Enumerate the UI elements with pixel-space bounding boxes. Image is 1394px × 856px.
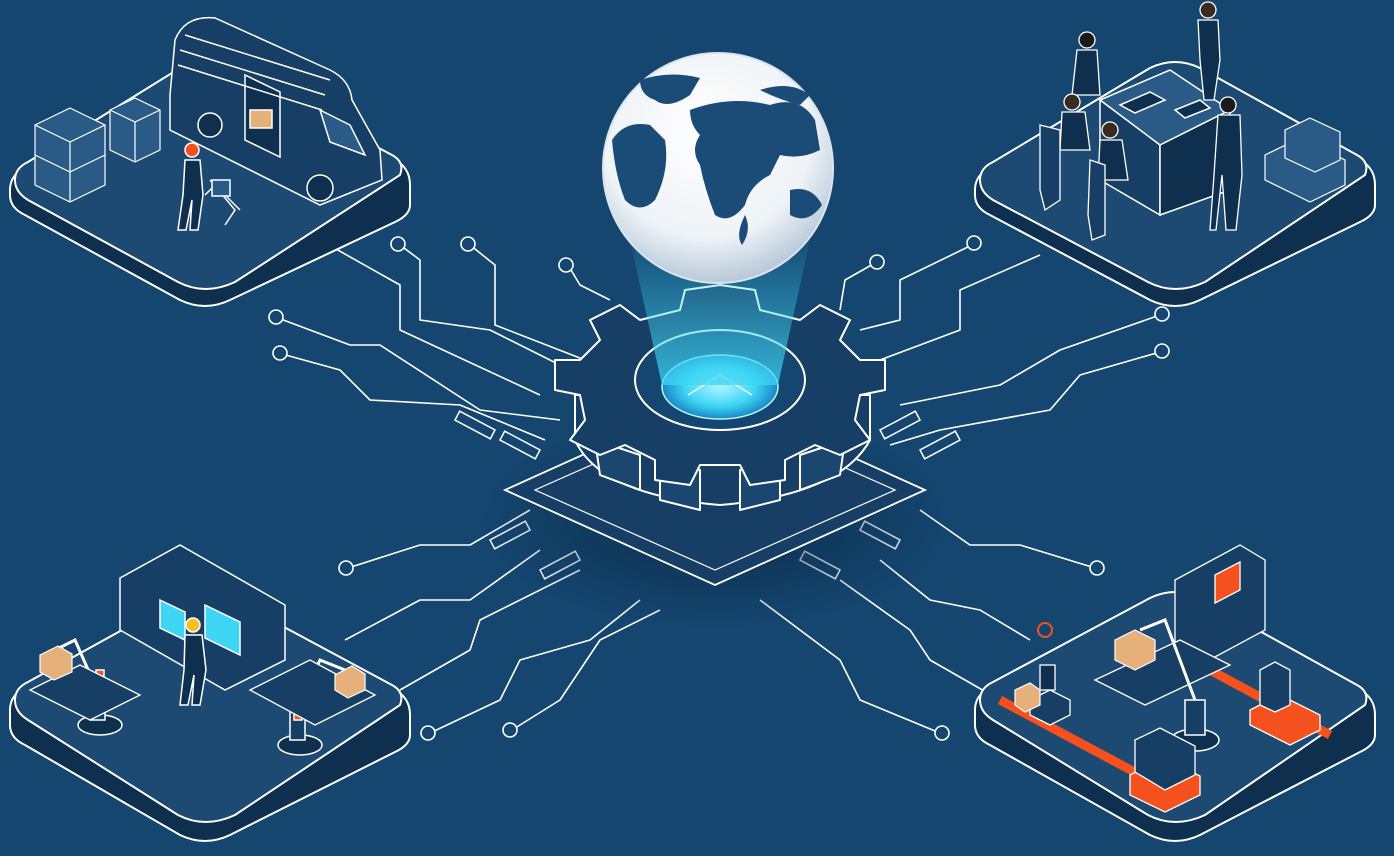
- cardboard-box-icon: [1264, 117, 1346, 203]
- circuit-traces: [268, 230, 1170, 741]
- hand-truck-icon: [177, 142, 241, 231]
- hologram-beam: [630, 240, 810, 385]
- office-people: [1039, 1, 1243, 241]
- cardboard-box-icon: [34, 97, 161, 203]
- robot-arm-icon: [1139, 618, 1220, 752]
- cardboard-box-icon: [1014, 629, 1156, 713]
- storage-racks: [1174, 544, 1266, 666]
- platform-delivery: [9, 16, 411, 307]
- globe-icon: [602, 52, 834, 284]
- agv-robot-icon: [1029, 622, 1321, 813]
- platform-office: [974, 1, 1376, 307]
- cardboard-box-icon: [39, 645, 366, 699]
- delivery-van-icon: [169, 16, 383, 206]
- control-panel-icon: [119, 544, 286, 706]
- platform-warehouse: [974, 544, 1376, 842]
- platform-factory: [9, 544, 411, 842]
